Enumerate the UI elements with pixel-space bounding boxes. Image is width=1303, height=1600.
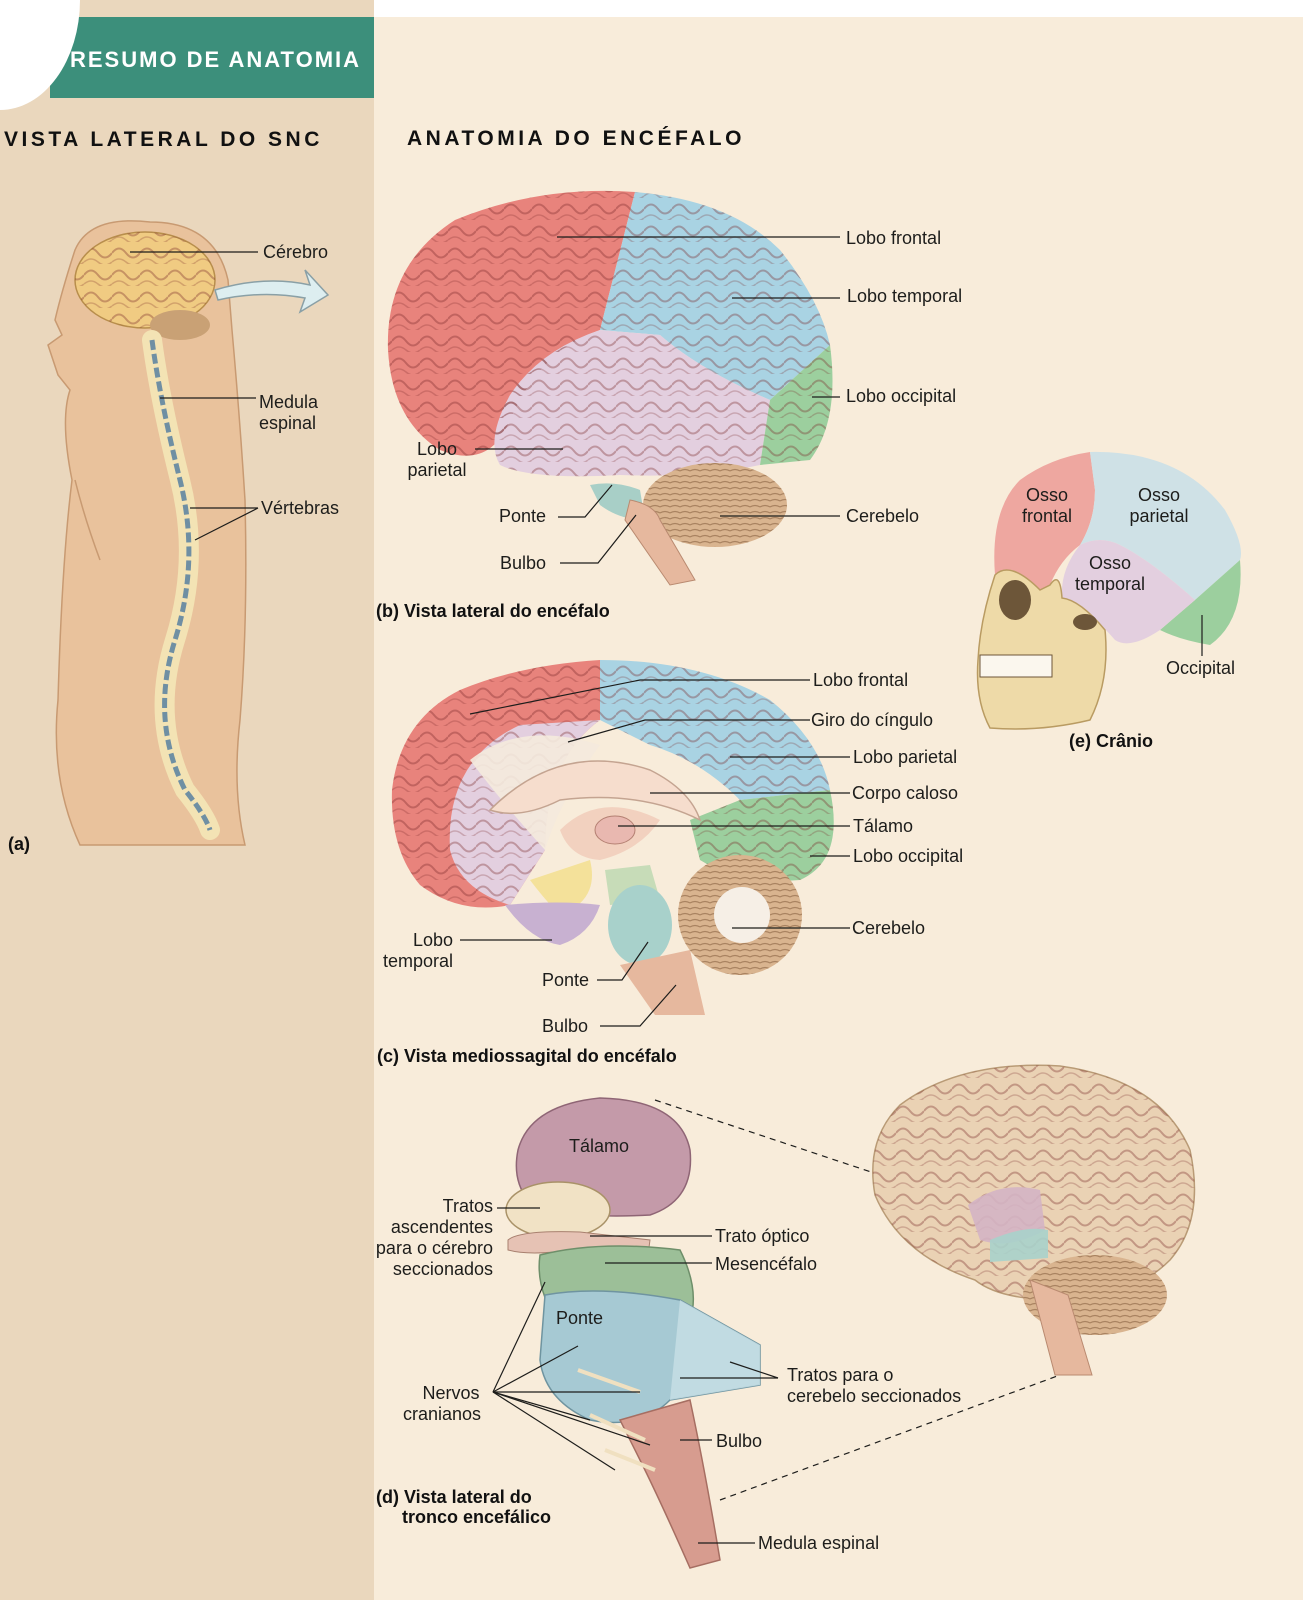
d-label-tratos-asc-line2: ascendentes	[390, 1217, 493, 1237]
c-label-ponte: Ponte	[542, 970, 590, 990]
left-section-title: VISTA LATERAL DO SNC	[4, 128, 323, 151]
e-label-osso-parietal-line1: Osso	[1137, 485, 1180, 505]
c-label-lobo-occipital: Lobo occipital	[853, 846, 964, 866]
e-label-osso-parietal-line2: parietal	[1129, 506, 1189, 526]
d-label-ponte: Ponte	[556, 1308, 604, 1328]
c-label-cerebelo: Cerebelo	[852, 918, 926, 938]
d-label-tratos-asc-line3: para o cérebro	[375, 1238, 493, 1258]
b-label-lobo-parietal-line1: Lobo	[416, 439, 458, 459]
skull-illustration	[976, 451, 1241, 730]
panel-d-dashed-connectors	[654, 1099, 1061, 1501]
right-section-title: ANATOMIA DO ENCÉFALO	[407, 127, 745, 150]
b-label-lobo-frontal: Lobo frontal	[846, 228, 942, 248]
panel-c-leader-lines	[460, 679, 850, 1027]
b-label-cerebelo: Cerebelo	[846, 506, 920, 526]
brainstem-illustration	[505, 1097, 761, 1569]
d-label-tratos-cerebelo-line2: cerebelo seccionados	[787, 1386, 962, 1406]
b-label-lobo-occipital: Lobo occipital	[846, 386, 957, 406]
c-label-lobo-frontal: Lobo frontal	[813, 670, 909, 690]
c-label-lobo-temporal-line2: temporal	[382, 951, 454, 971]
d-label-tratos-asc-line1: Tratos	[442, 1196, 493, 1216]
d-label-mesencefalo: Mesencéfalo	[715, 1254, 818, 1274]
e-label-osso-frontal-line2: frontal	[1021, 506, 1073, 526]
d-label-tratos-cerebelo-line1: Tratos para o	[787, 1365, 894, 1385]
panel-b-leader-lines	[475, 236, 840, 564]
c-label-corpo-caloso: Corpo caloso	[852, 783, 959, 803]
c-label-talamo: Tálamo	[853, 816, 914, 836]
caption-d-line1: (d) Vista lateral do	[376, 1487, 532, 1507]
brain-small	[74, 231, 216, 340]
d-label-bulbo: Bulbo	[716, 1431, 763, 1451]
e-label-osso-temporal-line2: temporal	[1074, 574, 1146, 594]
label-cerebro: Cérebro	[263, 242, 329, 262]
banner-title: RESUMO DE ANATOMIA	[70, 47, 362, 72]
e-label-occipital: Occipital	[1166, 658, 1236, 678]
c-label-bulbo: Bulbo	[542, 1016, 589, 1036]
caption-b: (b) Vista lateral do encéfalo	[376, 601, 610, 621]
b-label-ponte: Ponte	[499, 506, 547, 526]
cns-body-figure	[47, 220, 247, 846]
label-medula-line1: Medula	[259, 392, 319, 412]
spinal-column	[142, 330, 220, 840]
brain-midsagittal	[391, 660, 834, 1015]
d-label-nervos-line2: cranianos	[402, 1404, 482, 1424]
b-label-lobo-parietal-line2: parietal	[407, 460, 467, 480]
c-label-giro-cingulo: Giro do cíngulo	[811, 710, 934, 730]
e-label-osso-temporal-line1: Osso	[1088, 553, 1131, 573]
panel-a-leader-lines	[130, 251, 259, 541]
caption-c: (c) Vista mediossagital do encéfalo	[377, 1046, 677, 1066]
brain-lateral	[387, 190, 833, 586]
caption-a: (a)	[8, 834, 30, 854]
b-label-bulbo: Bulbo	[500, 553, 547, 573]
caption-e: (e) Crânio	[1069, 731, 1154, 751]
header-banner	[50, 17, 374, 98]
d-label-trato-optico: Trato óptico	[715, 1226, 810, 1246]
b-label-lobo-temporal: Lobo temporal	[847, 286, 963, 306]
d-label-nervos-line1: Nervos	[422, 1383, 480, 1403]
d-label-medula-espinal: Medula espinal	[758, 1533, 880, 1553]
d-label-talamo: Tálamo	[569, 1136, 630, 1156]
arrow-icon	[214, 269, 330, 314]
panel-d-leader-lines	[492, 1207, 779, 1544]
label-medula-line2: espinal	[259, 413, 317, 433]
c-label-lobo-parietal: Lobo parietal	[853, 747, 958, 767]
caption-d-line2: tronco encefálico	[402, 1507, 552, 1527]
d-label-tratos-asc-line4: seccionados	[392, 1259, 493, 1279]
e-label-osso-frontal-line1: Osso	[1025, 485, 1068, 505]
c-label-lobo-temporal-line1: Lobo	[412, 930, 454, 950]
label-vertebras: Vértebras	[261, 498, 340, 518]
reference-brain	[872, 1064, 1196, 1376]
